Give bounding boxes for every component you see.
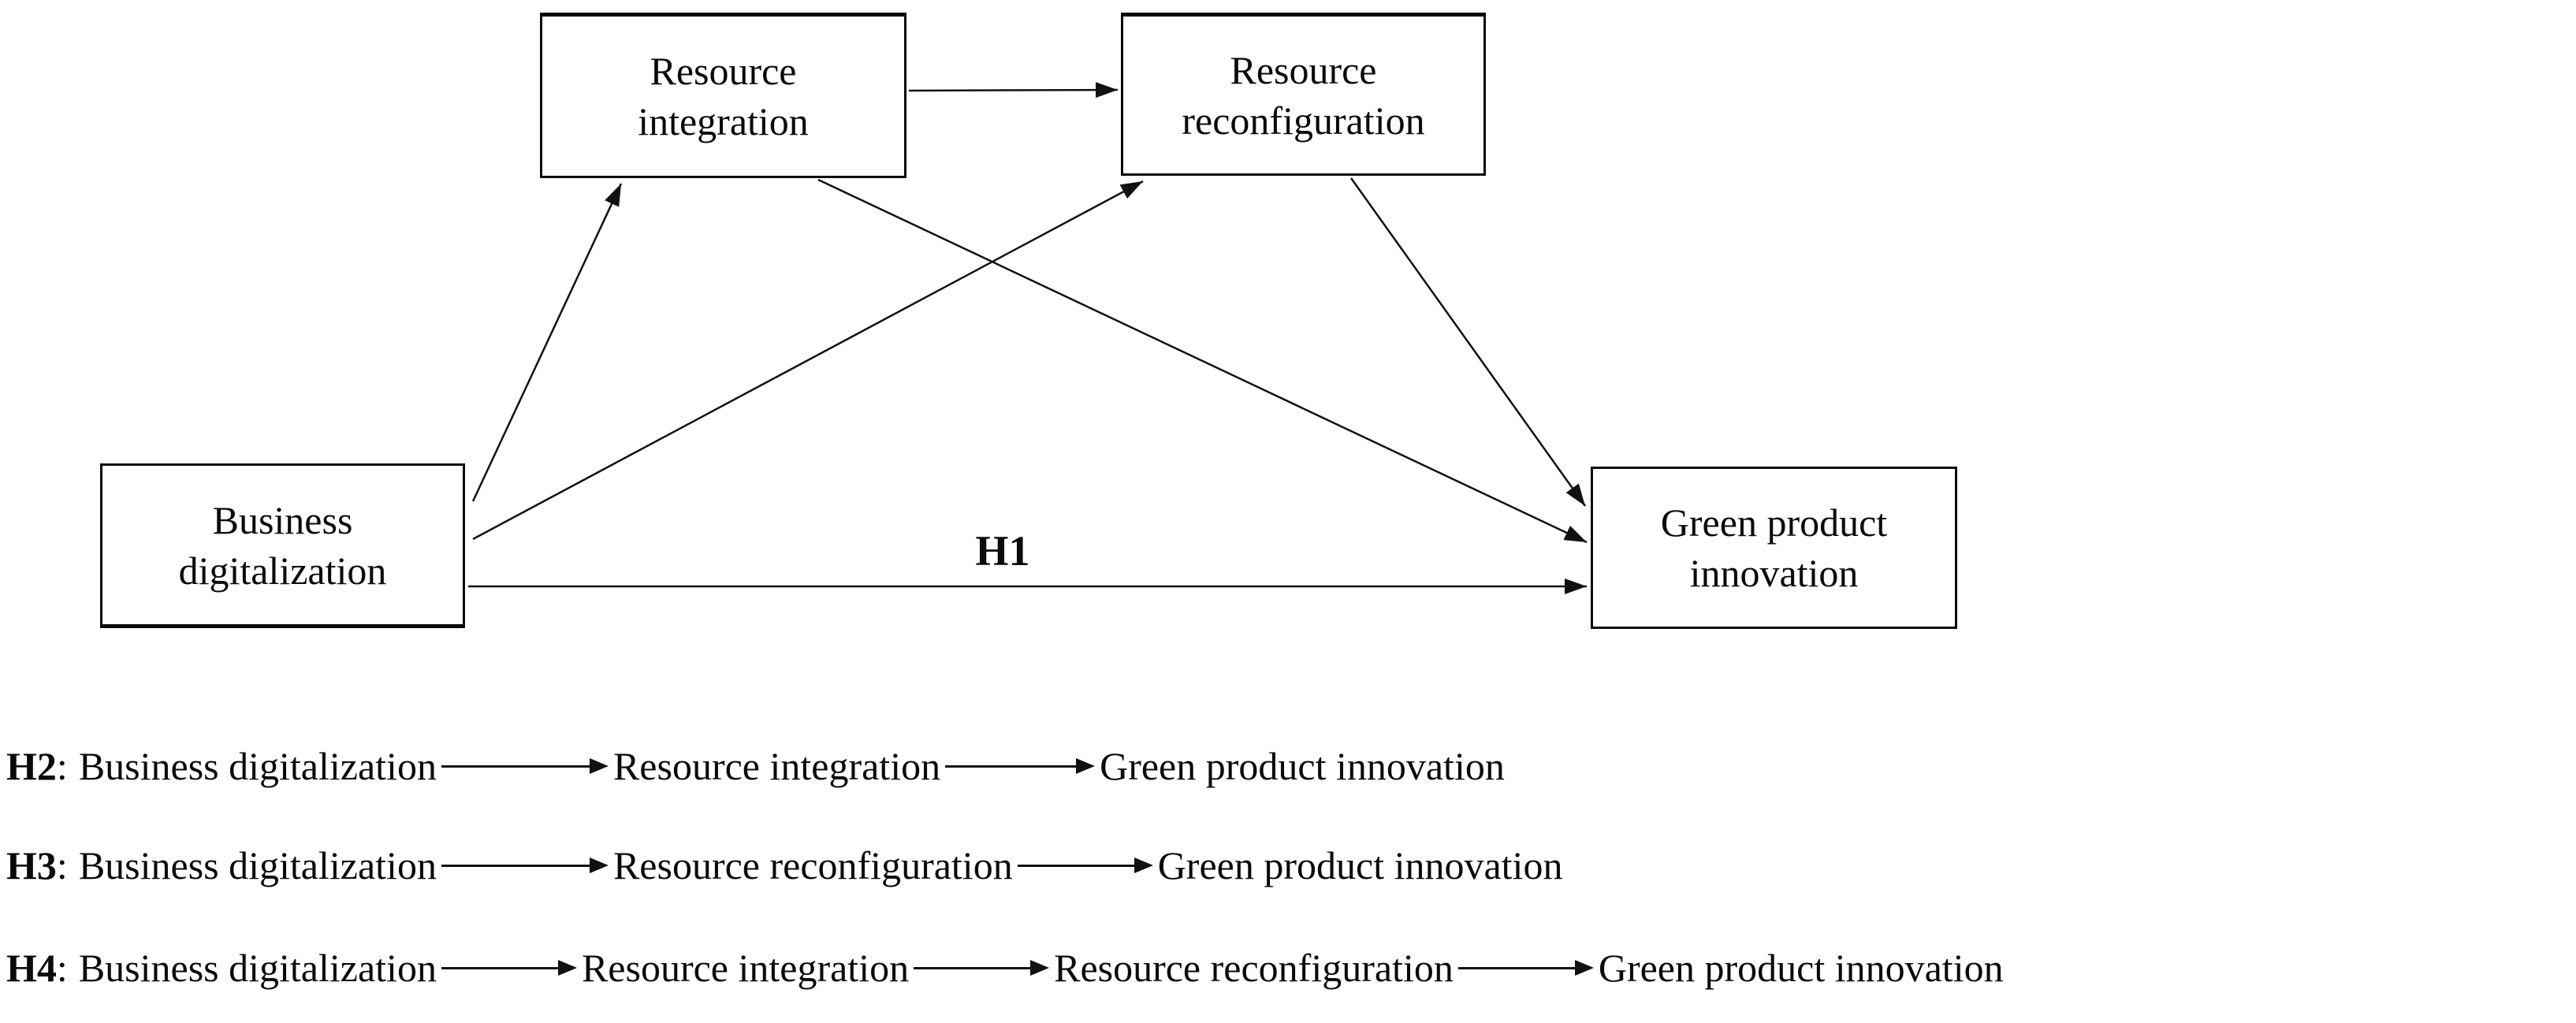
right-arrow-icon [1457, 948, 1594, 988]
right-arrow-icon [945, 746, 1096, 786]
h1-edge-label: H1 [975, 527, 1030, 575]
hypothesis-step: Resource reconfiguration [612, 843, 1013, 887]
node-business-digitalization: Business digitalization [100, 463, 465, 628]
hypothesis-row-h2: H2: Business digitalization Resource int… [6, 736, 1505, 796]
hypothesis-id: H2 [6, 744, 57, 788]
right-arrow-icon [1017, 846, 1153, 885]
hypothesis-step: Business digitalization [78, 946, 437, 990]
hypothesis-colon: : [56, 744, 68, 788]
right-arrow-icon [441, 846, 609, 885]
hypothesis-step: Resource reconfiguration [1054, 946, 1454, 990]
node-resource-reconfiguration: Resource reconfiguration [1121, 13, 1486, 176]
hypothesis-step: Green product innovation [1100, 744, 1505, 788]
node-green-product-innovation: Green product innovation [1591, 467, 1957, 629]
arrow-rr-to-gpi [1349, 177, 1587, 507]
hypothesis-id: H4 [6, 946, 57, 990]
right-arrow-icon [441, 948, 577, 988]
hypothesis-colon: : [56, 843, 68, 887]
arrow-ri-to-gpi [817, 178, 1588, 544]
right-arrow-icon [441, 746, 609, 786]
arrow-bd-to-rr [472, 180, 1144, 541]
hypothesis-step: Business digitalization [78, 744, 437, 788]
hypothesis-id: H3 [6, 843, 57, 887]
hypothesis-step: Resource integration [612, 744, 941, 788]
hypothesis-row-h3: H3: Business digitalization Resource rec… [6, 835, 1562, 895]
hypothesis-colon: : [56, 946, 68, 990]
hypothesis-row-h4: H4: Business digitalization Resource int… [6, 938, 2004, 998]
right-arrow-icon [914, 948, 1050, 988]
hypothesis-step: Business digitalization [78, 843, 437, 887]
node-resource-integration: Resource integration [540, 13, 906, 178]
arrow-ri-to-rr [908, 82, 1119, 99]
hypothesis-step: Green product innovation [1157, 843, 1563, 887]
arrow-bd-to-ri [471, 183, 623, 502]
hypothesis-step: Resource integration [581, 946, 910, 990]
hypothesis-step: Green product innovation [1598, 946, 2004, 990]
